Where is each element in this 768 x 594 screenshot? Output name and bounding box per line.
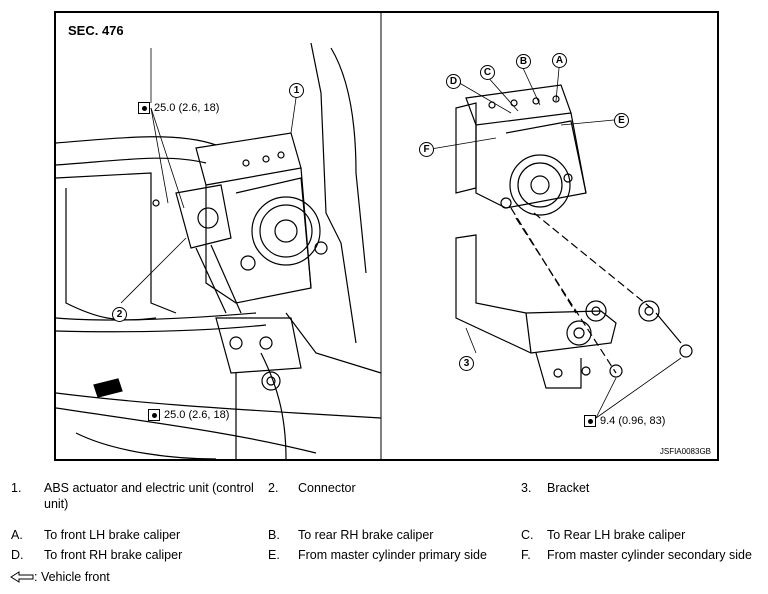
torque-value: 25.0 (2.6, 18) <box>154 102 220 114</box>
callout-f: F <box>419 142 434 157</box>
vehicle-front-label: : Vehicle front <box>34 570 110 584</box>
legend-key: D. <box>11 548 24 562</box>
figure-code: JSFIA0083GB <box>659 447 711 456</box>
torque-spec-top: 25.0 (2.6, 18) <box>138 102 219 114</box>
legend-text: Connector <box>298 481 356 495</box>
legend-text: From master cylinder secondary side <box>547 548 752 562</box>
diagram-drawing <box>56 13 693 459</box>
diagram-figure: SEC. 476 25.0 (2.6, 18) 25.0 (2.6, 18) 9… <box>54 11 719 461</box>
legend-text: To front LH brake caliper <box>44 528 181 542</box>
legend-key: A. <box>11 528 23 542</box>
torque-value: 9.4 (0.96, 83) <box>600 415 666 427</box>
callout-e: E <box>614 113 629 128</box>
callout-3: 3 <box>459 356 474 371</box>
torque-value: 25.0 (2.6, 18) <box>164 409 230 421</box>
legend-text: To Rear LH brake caliper <box>547 528 686 542</box>
vehicle-front-note: : Vehicle front <box>10 569 110 585</box>
callout-a: A <box>552 53 567 68</box>
callout-1: 1 <box>289 83 304 98</box>
legend-key: E. <box>268 548 280 562</box>
torque-spec-bottom: 25.0 (2.6, 18) <box>148 409 229 421</box>
torque-icon <box>138 102 150 114</box>
legend-key: 2. <box>268 481 279 495</box>
torque-icon <box>148 409 160 421</box>
legend-text: ABS actuator and electric unit (control … <box>44 481 254 511</box>
legend-key: B. <box>268 528 280 542</box>
legend-text: Bracket <box>547 481 590 495</box>
torque-icon <box>584 415 596 427</box>
legend-key: 1. <box>11 481 22 495</box>
callout-c: C <box>480 65 495 80</box>
legend-key: C. <box>521 528 534 542</box>
vehicle-front-arrow-icon <box>10 571 34 583</box>
callout-d: D <box>446 74 461 89</box>
legend-key: F. <box>521 548 531 562</box>
section-label: SEC. 476 <box>68 23 124 38</box>
torque-spec-right: 9.4 (0.96, 83) <box>584 415 665 427</box>
legend-text: To front RH brake caliper <box>44 548 183 562</box>
callout-2: 2 <box>112 307 127 322</box>
legend-text: From master cylinder primary side <box>298 548 487 562</box>
legend-key: 3. <box>521 481 532 495</box>
legend-text: To rear RH brake caliper <box>298 528 434 542</box>
callout-b: B <box>516 54 531 69</box>
